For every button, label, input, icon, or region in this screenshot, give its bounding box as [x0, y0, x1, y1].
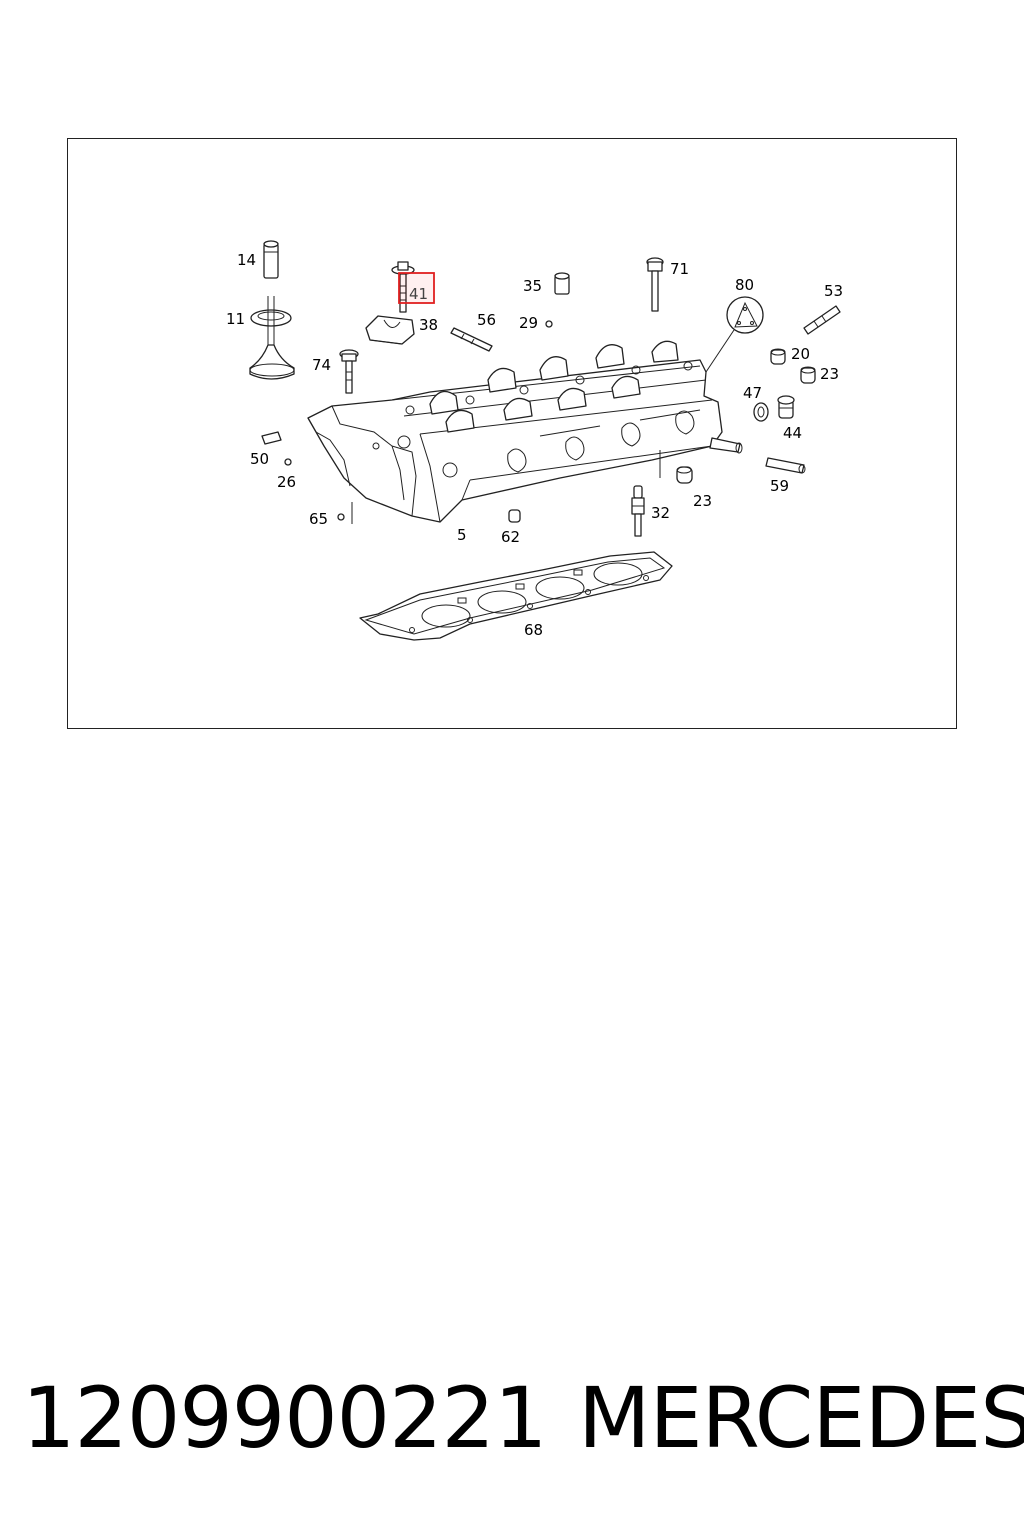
callout-71: 71	[670, 260, 689, 278]
part-32-plug	[631, 485, 645, 537]
callout-11: 11	[226, 310, 245, 328]
diagram-frame	[67, 138, 957, 729]
part-68-head-gasket	[359, 551, 673, 641]
callout-53: 53	[824, 282, 843, 300]
callout-14: 14	[237, 251, 256, 269]
callout-50: 50	[250, 450, 269, 468]
callout-20: 20	[791, 345, 810, 363]
part-35-sleeve	[554, 272, 570, 295]
callout-56: 56	[477, 311, 496, 329]
part-23-plug-upper	[800, 366, 816, 384]
part-62-dowel	[508, 509, 521, 523]
part-44-screw-plug	[777, 395, 795, 419]
part-47-seal	[753, 402, 769, 422]
part-74-bolt	[339, 349, 359, 394]
part-80-plate	[705, 296, 764, 373]
part-number: 1209900221	[22, 1369, 547, 1467]
callout-59: 59	[770, 477, 789, 495]
callout-68: 68	[524, 621, 543, 639]
part-26-ring	[284, 458, 292, 466]
part-23-plug-lower	[676, 466, 693, 484]
part-53-stud	[803, 305, 841, 335]
part-5-cylinder-head	[307, 340, 743, 523]
callout-26: 26	[277, 473, 296, 491]
part-50-dowel	[261, 431, 282, 445]
part-41-screw	[391, 261, 415, 313]
callout-74: 74	[312, 356, 331, 374]
callout-65: 65	[309, 510, 328, 528]
callout-29: 29	[519, 314, 538, 332]
brand-name: MERCEDES	[578, 1369, 1024, 1467]
part-56-stud	[450, 327, 493, 352]
part-11-valve	[249, 296, 295, 380]
part-14-lifter	[263, 240, 279, 279]
callout-32: 32	[651, 504, 670, 522]
callout-38: 38	[419, 316, 438, 334]
callout-41: 41	[409, 285, 428, 303]
part-38-bearing-cap	[365, 315, 415, 345]
part-71-bolt	[646, 257, 664, 312]
callout-47: 47	[743, 384, 762, 402]
part-29-ring	[545, 320, 553, 328]
callout-80: 80	[735, 276, 754, 294]
callout-62: 62	[501, 528, 520, 546]
part-20-plug	[770, 348, 786, 365]
callout-44: 44	[783, 424, 802, 442]
callout-23-lower: 23	[693, 492, 712, 510]
exploded-parts-diagram: 14 11 41 38 35 71 80 53 56 29 74 20 23 4…	[226, 240, 843, 641]
highlight-box	[398, 272, 435, 304]
callout-35: 35	[523, 277, 542, 295]
part-caption: 1209900221 MERCEDES	[22, 1368, 1024, 1468]
part-65-ring	[337, 513, 345, 521]
callout-23-upper: 23	[820, 365, 839, 383]
callout-5: 5	[457, 526, 467, 544]
part-59-pin	[765, 457, 806, 474]
